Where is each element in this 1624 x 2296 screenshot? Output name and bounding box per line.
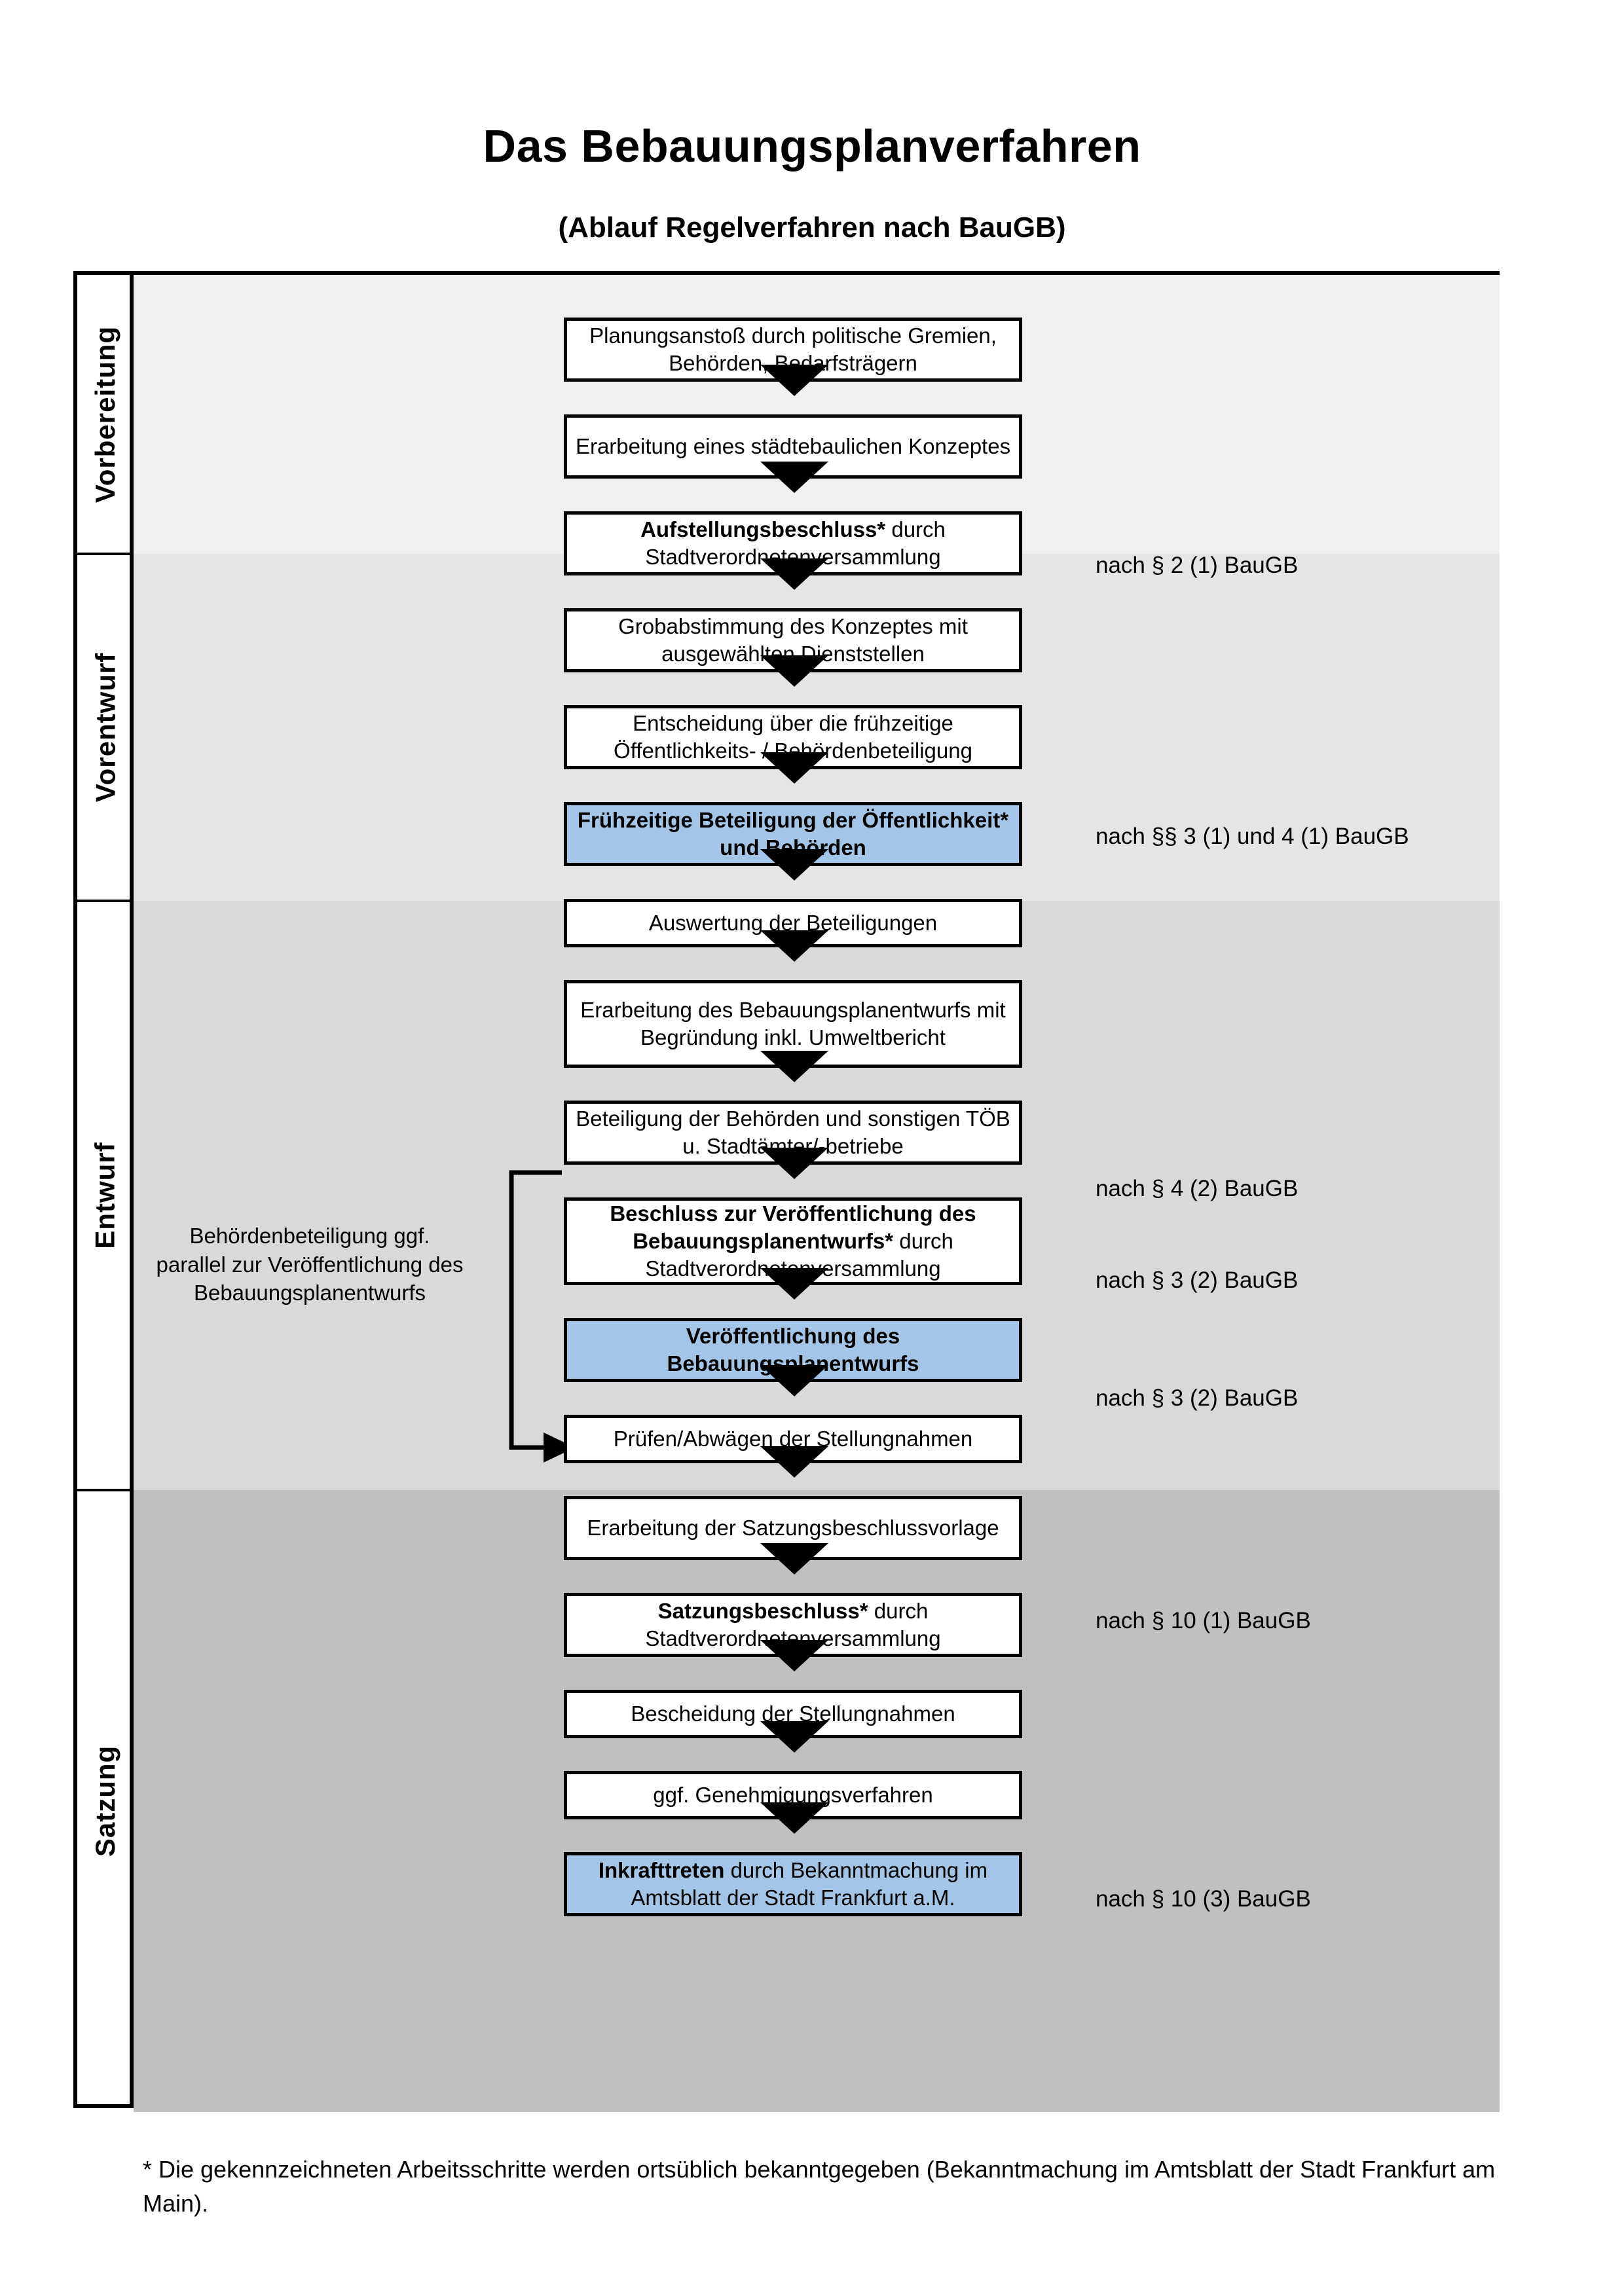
- diagram-frame: Vorbereitung Vorentwurf Entwurf Satzung …: [73, 271, 1500, 2112]
- page-subtitle: (Ablauf Regelverfahren nach BauGB): [558, 211, 1066, 244]
- rail-divider: [77, 900, 134, 902]
- step-text: Beschluss zur Veröffentlichung des Bebau…: [610, 1201, 976, 1281]
- side-note-behoerdenbeteiligung: Behördenbeteiligung ggf. parallel zur Ve…: [156, 1224, 464, 1305]
- phase-label-text: Satzung: [90, 1745, 121, 1857]
- flow-arrow: [760, 752, 828, 784]
- legal-ref-4-2: nach § 4 (2) BauGB: [1096, 1176, 1299, 1201]
- flow-arrow: [760, 1051, 828, 1082]
- flow-arrow: [760, 849, 828, 881]
- step-text: Erarbeitung des Bebauungsplanentwurfs mi…: [580, 997, 1006, 1049]
- rail-divider: [77, 1489, 134, 1491]
- rail-divider: [77, 553, 134, 555]
- flow-arrow: [760, 1640, 828, 1671]
- phase-label-vorbereitung: Vorbereitung: [77, 275, 134, 554]
- step-text: Erarbeitung eines städtebaulichen Konzep…: [575, 433, 1011, 458]
- step-text: Grobabstimmung des Konzeptes mit ausgewä…: [618, 613, 968, 666]
- flow-arrow: [760, 1543, 828, 1575]
- legal-ref-3-1-4-1: nach §§ 3 (1) und 4 (1) BauGB: [1096, 824, 1409, 849]
- phase-label-text: Entwurf: [90, 1142, 120, 1249]
- phase-label-entwurf: Entwurf: [77, 901, 134, 1490]
- phase-label-text: Vorbereitung: [90, 325, 121, 503]
- flow-arrow: [760, 365, 828, 396]
- step-text: Frühzeitige Beteiligung der Öffentlichke…: [577, 807, 1009, 860]
- flow-arrow: [760, 558, 828, 590]
- step-box-fruehzeitige-beteiligung[interactable]: Frühzeitige Beteiligung der Öffentlichke…: [564, 802, 1022, 866]
- flow-arrow: [760, 1148, 828, 1179]
- step-box-planungsanstoss[interactable]: Planungsanstoß durch politische Gremien,…: [564, 318, 1022, 382]
- flow-arrow: [760, 462, 828, 493]
- legal-ref-2-1: nach § 2 (1) BauGB: [1096, 553, 1299, 578]
- legal-ref-10-3: nach § 10 (3) BauGB: [1096, 1886, 1311, 1912]
- flow-arrow: [760, 655, 828, 687]
- flow-arrow: [760, 1721, 828, 1753]
- legal-ref-10-1: nach § 10 (1) BauGB: [1096, 1608, 1311, 1633]
- phase-label-vorentwurf: Vorentwurf: [77, 554, 134, 901]
- step-text: Erarbeitung der Satzungsbeschlussvorlage: [587, 1515, 999, 1540]
- step-text: Beteiligung der Behörden und sonstigen T…: [576, 1106, 1010, 1158]
- step-box-auswertung[interactable]: Auswertung der Beteiligungen: [564, 899, 1022, 947]
- step-box-inkrafttreten[interactable]: Inkrafttreten durch Bekanntmachung im Am…: [564, 1852, 1022, 1916]
- legal-ref-3-2-a: nach § 3 (2) BauGB: [1096, 1267, 1299, 1293]
- footnote: * Die gekennzeichneten Arbeitsschritte w…: [143, 2156, 1496, 2217]
- flow-arrow: [760, 1446, 828, 1478]
- step-box-beteiligung-behoerden[interactable]: Beteiligung der Behörden und sonstigen T…: [564, 1101, 1022, 1165]
- phase-label-satzung: Satzung: [77, 1490, 134, 2112]
- page-title: Das Bebauungsplanverfahren: [483, 120, 1141, 172]
- step-text: Veröffentlichung des Bebauungsplanentwur…: [667, 1323, 919, 1376]
- flow-arrow: [760, 1802, 828, 1834]
- phase-label-text: Vorentwurf: [90, 652, 120, 803]
- flow-arrow: [760, 930, 828, 962]
- flow-arrow: [760, 1268, 828, 1300]
- legal-ref-3-2-b: nach § 3 (2) BauGB: [1096, 1385, 1299, 1411]
- step-text: Inkrafttreten durch Bekanntmachung im Am…: [598, 1857, 988, 1910]
- flow-arrow: [760, 1365, 828, 1396]
- phase-label-rail: Vorbereitung Vorentwurf Entwurf Satzung: [77, 275, 134, 2104]
